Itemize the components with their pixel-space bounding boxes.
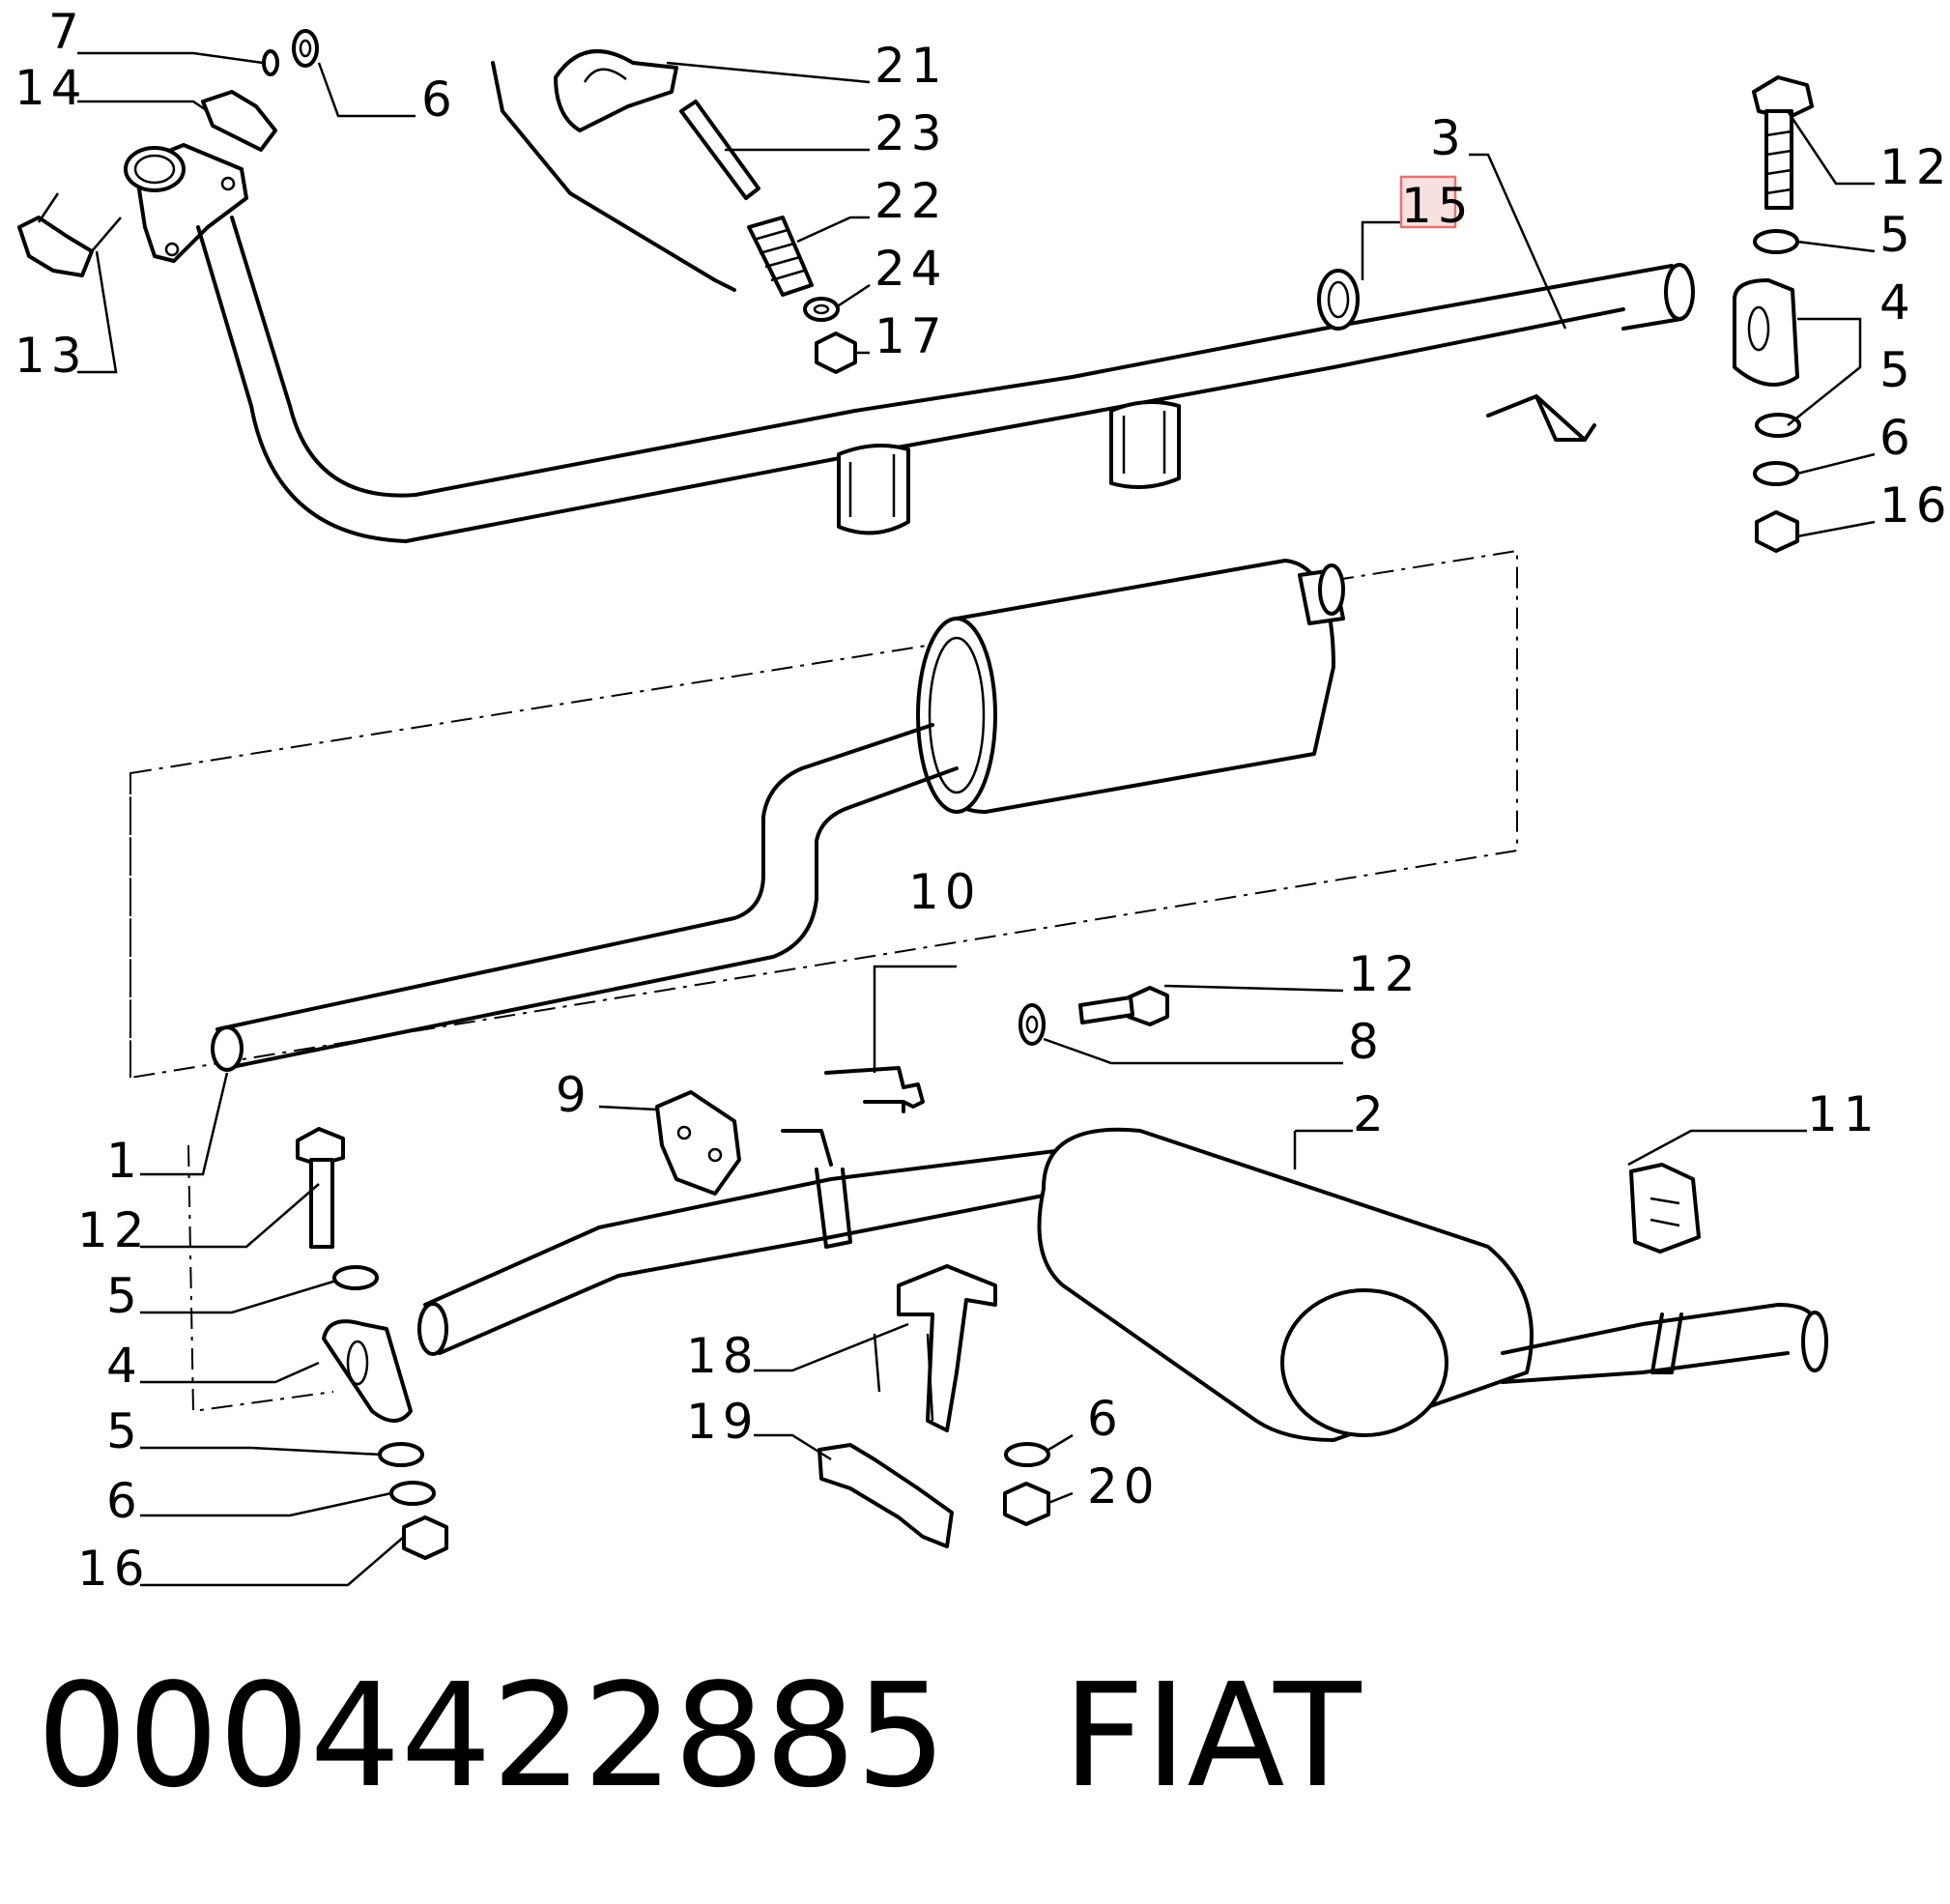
callout-24: 24	[875, 241, 948, 297]
callout-2: 2	[1353, 1086, 1390, 1142]
callout-22: 22	[875, 173, 948, 229]
callout-18: 18	[686, 1328, 760, 1384]
callout-14: 14	[14, 60, 88, 116]
rear-hanger-mount-stack	[1733, 75, 1814, 553]
callout-13: 13	[14, 328, 88, 384]
callout-5: 5	[1879, 207, 1916, 263]
brand-name: FIAT	[1062, 1653, 1362, 1819]
callout-16: 16	[77, 1541, 151, 1597]
callout-6: 6	[1087, 1391, 1124, 1447]
part-number: 0004422885	[37, 1653, 947, 1819]
front-mounting-hardware	[17, 29, 1360, 374]
callout-12: 12	[1348, 946, 1421, 1002]
callout-labels: 7 14 6 13 21 23 22 24 17 3 15 12 5 4 5 6…	[14, 4, 1950, 1597]
callout-19: 19	[686, 1394, 760, 1450]
callout-17: 17	[875, 308, 948, 364]
callout-23: 23	[875, 105, 948, 161]
callout-15: 15	[1401, 178, 1475, 234]
callout-6: 6	[1879, 410, 1916, 466]
selected-callout-highlight	[1399, 175, 1457, 229]
callout-5: 5	[106, 1268, 143, 1324]
front-exhaust-pipe	[124, 61, 1695, 543]
callout-5: 5	[1879, 342, 1916, 398]
callout-12: 12	[1879, 139, 1950, 195]
callout-4: 4	[106, 1338, 143, 1394]
callout-16: 16	[1879, 477, 1950, 534]
intermediate-muffler-assembly	[129, 549, 1518, 1080]
callout-6: 6	[421, 72, 458, 128]
callout-6: 6	[106, 1473, 143, 1529]
callout-1: 1	[106, 1133, 143, 1189]
leader-lines	[77, 51, 1876, 1587]
callout-12: 12	[77, 1202, 151, 1258]
rear-mounting-hardware	[296, 986, 1701, 1560]
callout-9: 9	[556, 1067, 592, 1123]
callout-3: 3	[1430, 110, 1467, 166]
callout-11: 11	[1807, 1086, 1880, 1142]
callout-20: 20	[1087, 1458, 1161, 1515]
callout-8: 8	[1348, 1014, 1385, 1070]
callout-7: 7	[48, 4, 85, 60]
callout-5: 5	[106, 1403, 143, 1459]
callout-4: 4	[1879, 274, 1916, 331]
rear-muffler-assembly	[187, 1127, 1828, 1442]
callout-21: 21	[875, 38, 948, 94]
callout-10: 10	[908, 864, 982, 920]
